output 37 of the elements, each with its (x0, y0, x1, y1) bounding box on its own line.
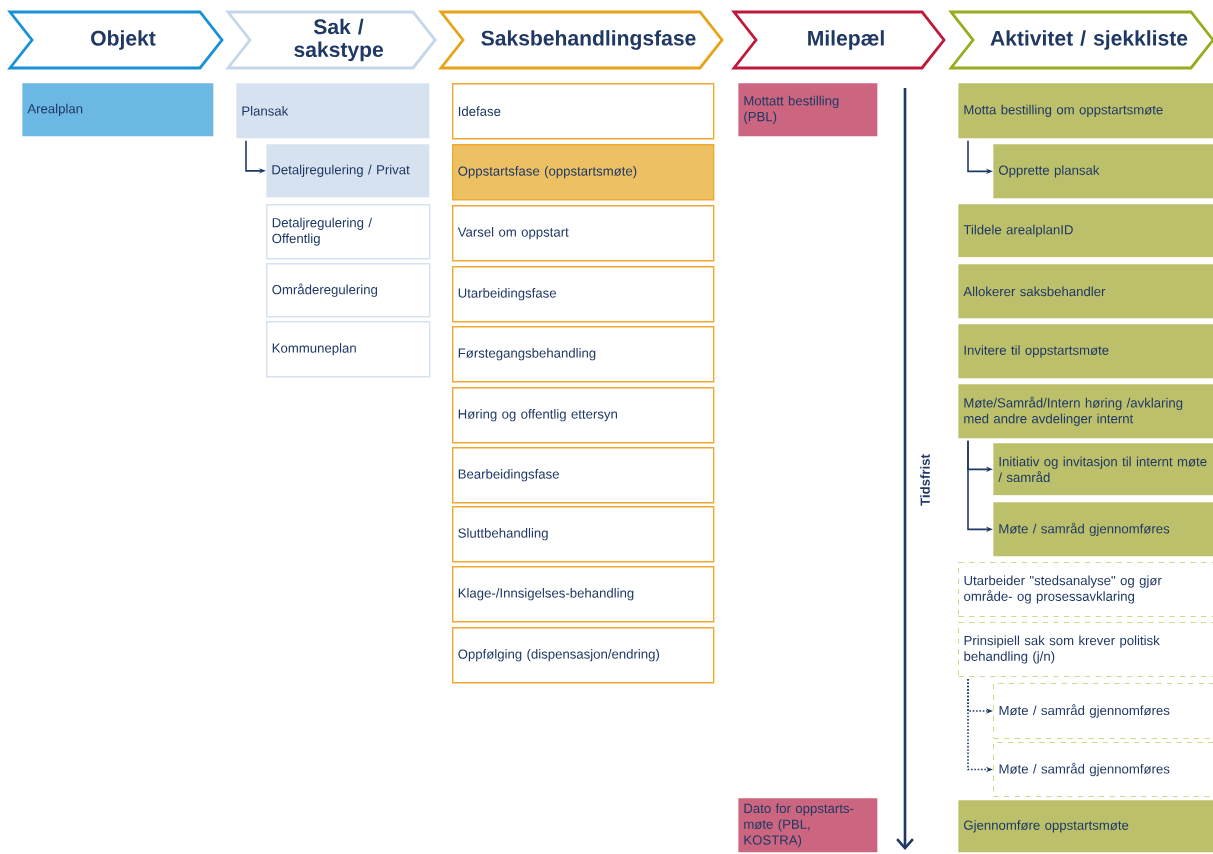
chevron-header: Objekt (7, 10, 224, 70)
chevron-header: Aktivitet / sjekkliste (948, 10, 1213, 70)
milestone-box: Mottatt bestilling (PBL) (738, 83, 878, 137)
phase-box: Oppfølging (dispensasjon/endring) (452, 627, 715, 684)
activity-box: Utarbeider "stedsanalyse" og gjør område- og prosessavklaring (958, 562, 1213, 618)
chevron-header: Saksbehandlingsfase (438, 10, 724, 70)
activity-box: Møte / samråd gjennomføres (993, 683, 1213, 740)
activity-box: Allokerer saksbehandler (958, 264, 1213, 319)
activity-box: Invitere til oppstartsmøte (958, 324, 1213, 379)
case-type-box: Kommuneplan (266, 321, 431, 378)
chevron-header: Sak / sakstype (225, 10, 437, 70)
case-type-box: Områderegulering (266, 263, 431, 318)
phase-box: Oppstartsfase (oppstartsmøte) (452, 144, 715, 201)
activity-box: Møte / samråd gjennomføres (993, 742, 1213, 798)
case-type-box: Plansak (236, 83, 430, 139)
phase-box: Klage-/Innsigelses-behandling (452, 566, 715, 623)
activity-box: Gjennomføre oppstartsmøte (958, 800, 1213, 853)
case-type-box: Detaljregulering / Privat (266, 144, 430, 198)
phase-box: Utarbeidingsfase (452, 266, 715, 323)
phase-box: Varsel om oppstart (452, 205, 715, 262)
phase-box: Førstegangsbehandling (452, 326, 715, 383)
activity-box: Prinsipiell sak som krever politisk behandling (j/n) (958, 622, 1213, 678)
activity-box: Initiativ og invitasjon til internt møte / samråd (993, 443, 1213, 496)
phase-box: Bearbeidingsfase (452, 447, 715, 504)
phase-box: Idefase (452, 83, 715, 140)
object-box: Arealplan (22, 83, 214, 137)
phase-box: Sluttbehandling (452, 506, 715, 563)
chevron-header: Milepæl (731, 10, 946, 70)
phase-box: Høring og offentlig ettersyn (452, 387, 715, 444)
activity-box: Møte / samråd gjennomføres (993, 502, 1213, 557)
case-type-box: Detaljregulering / Offentlig (266, 204, 431, 260)
activity-box: Opprette plansak (993, 144, 1213, 199)
activity-box: Møte/Samråd/Intern høring /avklaring med andre avdelinger internt (958, 384, 1213, 439)
milestone-box: Dato for oppstarts-møte (PBL, KOSTRA) (738, 798, 878, 853)
axis-label: Tidsfrist (920, 454, 930, 506)
activity-box: Motta bestilling om oppstartsmøte (958, 83, 1213, 139)
activity-box: Tildele arealplanID (958, 204, 1213, 258)
